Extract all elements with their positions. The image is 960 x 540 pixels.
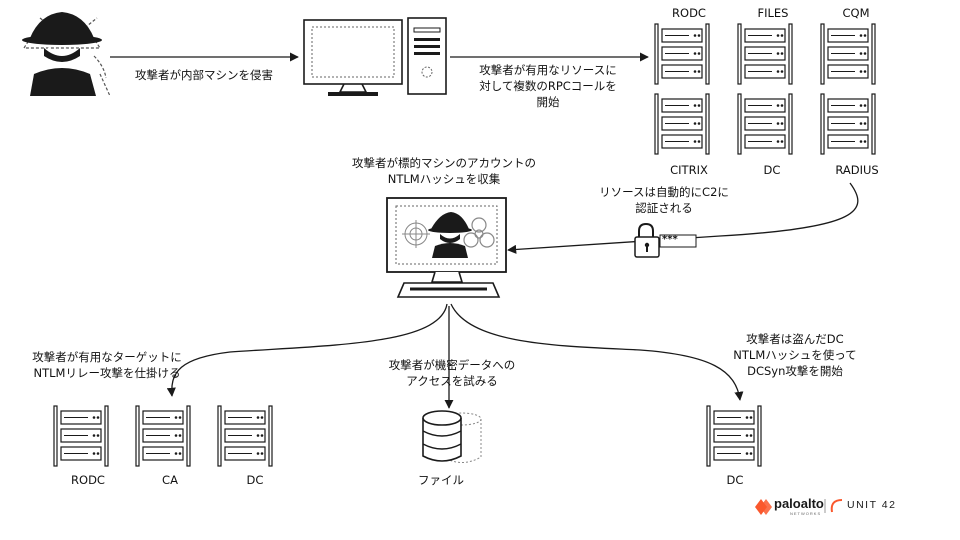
server-rodc-bottom (53, 405, 109, 467)
label-server-dc-bottom: DC (246, 473, 264, 487)
compromised-monitor-icon (386, 197, 507, 298)
label-compromise: 攻撃者が内部マシンを侵害 (135, 68, 273, 82)
mini-hacker-icon (428, 212, 472, 258)
unit42-logo-mark (830, 499, 843, 513)
server-cqm (820, 23, 876, 85)
paloalto-logo-text: paloalto (774, 496, 824, 511)
arrow-monitor-to-relay-targets (166, 303, 448, 397)
paloalto-logo-mark (755, 499, 772, 515)
server-ca (135, 405, 191, 467)
credential-box (659, 234, 697, 248)
label-server-citrix: CITRIX (670, 163, 708, 177)
label-server-dc-top: DC (763, 163, 781, 177)
hacker-icon (22, 12, 111, 97)
label-relay: 攻撃者が有用なターゲットに NTLMリレー攻撃を仕掛ける (32, 350, 182, 380)
server-files (737, 23, 793, 85)
label-server-rodc-bottom: RODC (71, 473, 105, 487)
label-server-radius: RADIUS (835, 163, 879, 177)
label-data-access: 攻撃者が機密データへの アクセスを試みる (388, 358, 516, 388)
server-dc-right (706, 405, 762, 467)
paloalto-logo-subtext: NETWORKS (790, 511, 822, 516)
arrow-radius-to-monitor (507, 182, 859, 254)
unit42-logo-text: UNIT 42 (847, 499, 897, 511)
label-auth-c2: リソースは自動的にC2に 認証される (599, 185, 729, 215)
lock-icon (634, 222, 660, 258)
target-icon (402, 220, 430, 248)
label-rpc-calls: 攻撃者が有用なリソースに 対して複数のRPCコールを 開始 (479, 63, 617, 109)
label-server-dc-right: DC (726, 473, 744, 487)
server-citrix (654, 93, 710, 155)
server-dc-top (737, 93, 793, 155)
biohazard-icon (463, 217, 495, 248)
database-icon (422, 410, 482, 463)
label-file-db: ファイル (418, 473, 464, 487)
label-server-cqm: CQM (842, 6, 870, 20)
label-server-ca: CA (162, 473, 178, 487)
desktop-computer-icon (303, 17, 447, 96)
credential-text: *** (662, 234, 678, 245)
label-server-rodc-top: RODC (672, 6, 706, 20)
label-collect-hash: 攻撃者が標的マシンのアカウントの NTLMハッシュを収集 (352, 156, 536, 186)
server-radius (820, 93, 876, 155)
server-dc-bottom (217, 405, 273, 467)
arrow-monitor-to-dc (450, 303, 744, 401)
label-server-files: FILES (757, 6, 789, 20)
label-dcsync: 攻撃者は盗んだDC NTLMハッシュを使って DCSyn攻撃を開始 (733, 332, 857, 378)
server-rodc-top (654, 23, 710, 85)
